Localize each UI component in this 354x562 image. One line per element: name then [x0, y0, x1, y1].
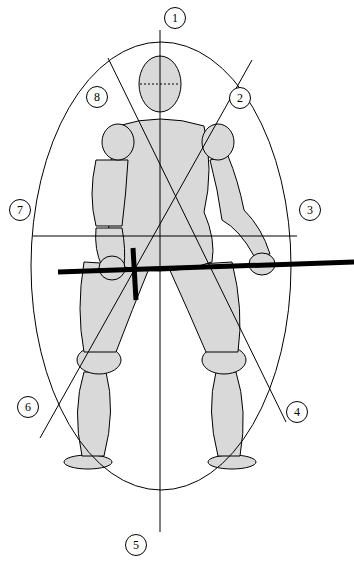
direction-circle: 6: [17, 396, 39, 418]
callout-number: 4: [294, 401, 300, 423]
foot: [64, 455, 112, 469]
vertical-axis: [160, 30, 161, 532]
sword-crossguard: [133, 248, 136, 300]
diagonal-axis: [108, 58, 286, 422]
sword-blade: [58, 262, 354, 272]
direction-circle: 7: [9, 199, 31, 221]
direction-circle: 1: [164, 7, 186, 29]
horizontal-axis: [33, 236, 297, 237]
shoulder-pad: [102, 124, 134, 160]
diagonal-axis: [40, 60, 252, 438]
thigh: [168, 262, 240, 352]
callout-number: 5: [133, 534, 139, 556]
direction-circle: 5: [125, 534, 147, 556]
lower-leg: [77, 372, 110, 456]
callout-number: 2: [237, 87, 243, 109]
callout-number: 8: [94, 86, 100, 108]
direction-circle: 4: [286, 401, 308, 423]
callout-number: 6: [25, 396, 31, 418]
right-arm: [210, 156, 270, 256]
callout-number: 7: [17, 199, 23, 221]
direction-circle: 2: [229, 87, 251, 109]
lower-leg: [211, 372, 243, 456]
callout-number: 1: [172, 7, 178, 29]
foot: [208, 455, 256, 469]
shoulder-pad: [202, 124, 234, 160]
callout-number: 3: [307, 199, 313, 221]
direction-circle: 3: [299, 199, 321, 221]
upper-arm: [92, 160, 128, 226]
direction-circle: 8: [86, 86, 108, 108]
